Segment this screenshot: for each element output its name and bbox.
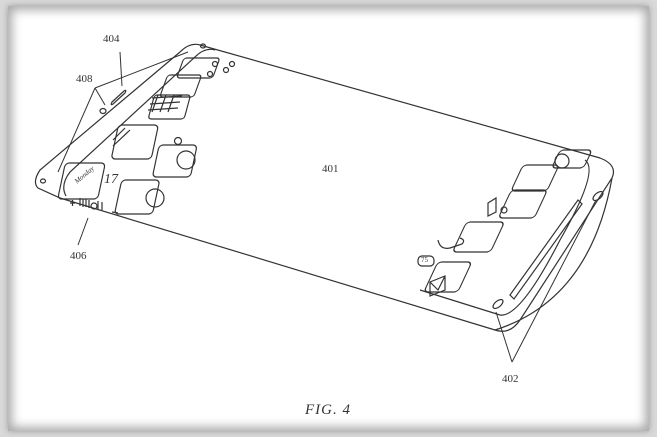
calendar-date: 17 xyxy=(104,172,118,187)
leader-lines xyxy=(57,51,597,363)
label-404: 404 xyxy=(103,33,120,45)
left-app-icons xyxy=(57,57,236,215)
right-end-inner-edge xyxy=(419,159,590,316)
left-end-inner-edge xyxy=(63,48,216,197)
mail-badge: 75 xyxy=(421,256,428,264)
left-top-hole xyxy=(199,43,207,49)
label-406: 406 xyxy=(70,250,87,262)
right-app-icons xyxy=(417,149,592,297)
right-bottom-hole xyxy=(492,298,504,310)
device-outline xyxy=(34,43,615,332)
left-bottom-hole xyxy=(39,178,47,184)
label-402: 402 xyxy=(502,373,519,385)
speaker-slot xyxy=(110,89,127,106)
patent-drawing-sheet xyxy=(8,6,649,431)
right-top-hole xyxy=(592,190,604,202)
volume-control xyxy=(70,198,119,214)
figure-caption: FIG. 4 xyxy=(305,402,351,418)
label-408: 408 xyxy=(76,73,93,85)
label-401: 401 xyxy=(322,163,339,175)
right-slot xyxy=(509,199,583,300)
right-end-face xyxy=(494,177,613,331)
left-front-hole xyxy=(99,107,107,115)
